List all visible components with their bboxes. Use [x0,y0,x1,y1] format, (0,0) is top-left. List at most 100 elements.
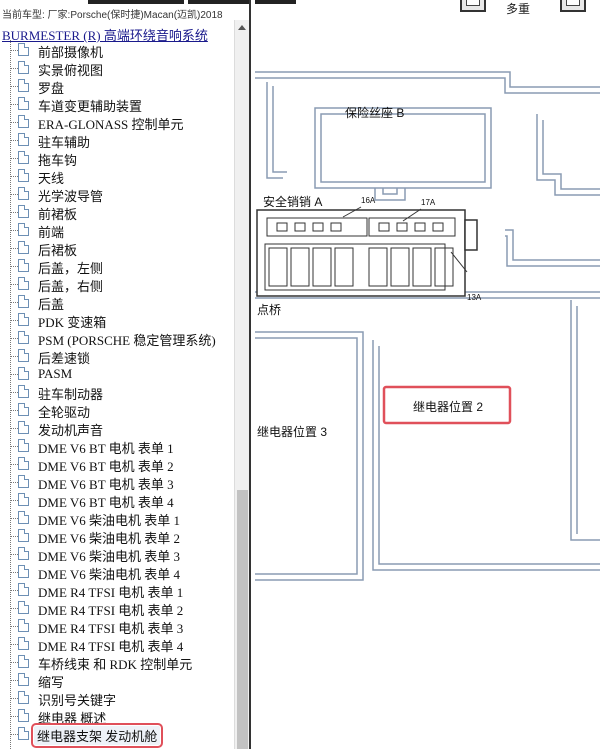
tree-item[interactable]: DME R4 TFSI 电机 表单 2 [0,599,234,618]
tree-item-label[interactable]: 后盖，右侧 [38,279,104,294]
tree-item-label[interactable]: PDK 变速箱 [38,315,107,330]
tree-item-label[interactable]: DME R4 TFSI 电机 表单 3 [38,621,184,636]
tree-item[interactable]: 后盖，右侧 [0,275,234,294]
tree-item[interactable]: DME V6 BT 电机 表单 3 [0,473,234,492]
tree-item-label[interactable]: DME V6 柴油电机 表单 4 [38,567,181,582]
tree-item-label[interactable]: 驻车制动器 [38,387,104,402]
window-button[interactable] [560,0,586,12]
tree-item-label[interactable]: 全轮驱动 [38,405,91,420]
diagram-drawing [255,71,600,581]
tree-item[interactable]: 缩写 [0,671,234,690]
tree-item-label[interactable]: 拖车钩 [38,153,78,168]
tree-item[interactable]: PDK 变速箱 [0,311,234,330]
tree-item-label[interactable]: 后盖，左侧 [38,261,104,276]
tree-branch-line [10,266,18,267]
tree-item-label[interactable]: DME V6 柴油电机 表单 3 [38,549,181,564]
document-icon [18,709,29,722]
tree-item[interactable]: DME V6 柴油电机 表单 4 [0,563,234,582]
tree-item-label[interactable]: ERA-GLONASS 控制单元 [38,117,184,132]
tree-item[interactable]: 后盖，左侧 [0,257,234,276]
toolbar-strip [188,0,296,4]
tree-branch-line [10,608,18,609]
toolbar-label[interactable]: 多重 [506,2,531,16]
tree-item-label[interactable]: DME R4 TFSI 电机 表单 1 [38,585,184,600]
document-icon [18,241,29,254]
tree-item-label[interactable]: PSM (PORSCHE 稳定管理系统) [38,333,216,348]
tree-item[interactable]: 继电器支架 发动机舱 [0,723,234,748]
tree-item[interactable]: 识别号关键字 [0,689,234,708]
tree-item-label[interactable]: 车道变更辅助装置 [38,99,143,114]
tree-item-label[interactable]: 光学波导管 [38,189,104,204]
tree-item[interactable]: 车道变更辅助装置 [0,95,234,114]
tree-item-label[interactable]: DME V6 BT 电机 表单 3 [38,477,174,492]
document-icon [18,169,29,182]
tree-item[interactable]: 驻车制动器 [0,383,234,402]
tree-item[interactable]: DME V6 BT 电机 表单 4 [0,491,234,510]
document-icon [18,727,29,740]
tree-item[interactable]: 驻车辅助 [0,131,234,150]
tree-item-label[interactable]: DME R4 TFSI 电机 表单 2 [38,603,184,618]
tree-item[interactable]: DME V6 柴油电机 表单 1 [0,509,234,528]
tree-item[interactable]: 拖车钩 [0,149,234,168]
tree-item[interactable]: 光学波导管 [0,185,234,204]
tree-item[interactable]: 实景俯视图 [0,59,234,78]
scrollbar-thumb[interactable] [237,490,248,749]
tree-item-label[interactable]: 继电器 概述 [38,711,107,726]
scroll-up-arrow-icon[interactable] [235,20,250,35]
tree-item-label[interactable]: DME V6 柴油电机 表单 2 [38,531,181,546]
tree-item[interactable]: DME V6 BT 电机 表单 2 [0,455,234,474]
tree-item[interactable]: DME V6 柴油电机 表单 2 [0,527,234,546]
tree-item[interactable]: DME R4 TFSI 电机 表单 3 [0,617,234,636]
tree-item[interactable]: PSM (PORSCHE 稳定管理系统) [0,329,234,348]
tree-item[interactable]: DME V6 柴油电机 表单 3 [0,545,234,564]
tree-scrollbar[interactable] [234,20,250,749]
tree-item-label[interactable]: 缩写 [38,675,65,690]
tree-item[interactable]: 后裙板 [0,239,234,258]
tree-item-label[interactable]: DME V6 BT 电机 表单 4 [38,495,174,510]
tree-item-label[interactable]: 实景俯视图 [38,63,104,78]
tree-item[interactable]: 继电器 概述 [0,707,234,726]
tree-item[interactable]: 天线 [0,167,234,186]
tree-item-label[interactable]: DME V6 BT 电机 表单 1 [38,441,174,456]
tree-item-label[interactable]: 前端 [38,225,65,240]
tree-item[interactable]: DME R4 TFSI 电机 表单 1 [0,581,234,600]
tree-branch-line [10,500,18,501]
tree-item-label[interactable]: 罗盘 [38,81,65,96]
tree-item-label[interactable]: 后盖 [38,297,65,312]
relay-highlight-box [382,385,512,425]
tree-item[interactable]: 前裙板 [0,203,234,222]
tree-item-label[interactable]: 识别号关键字 [38,693,117,708]
pane-divider[interactable] [249,0,255,749]
tree-item[interactable]: 后差速锁 [0,347,234,366]
tree-item[interactable]: 车桥线束 和 RDK 控制单元 [0,653,234,672]
print-button[interactable] [460,0,486,12]
tree-item[interactable]: 前部摄像机 [0,41,234,60]
tree-item-label[interactable]: 后裙板 [38,243,78,258]
tree-item-label[interactable]: 天线 [38,171,65,186]
tree-item[interactable]: ERA-GLONASS 控制单元 [0,113,234,132]
tree-item-label[interactable]: PASM [38,366,73,381]
tree-item[interactable]: 全轮驱动 [0,401,234,420]
document-icon [18,79,29,92]
tree-item[interactable]: 前端 [0,221,234,240]
tree-item-label[interactable]: 发动机声音 [38,423,104,438]
tree-root-link[interactable]: BURMESTER (R) 高端环绕音响系统 [2,28,208,43]
relay-diagram: 保险丝座 B 安全销销 A 16A 17A 13A 点桥 继电器位置 2 继电器… [255,20,600,749]
tree-item-label[interactable]: 继电器支架 发动机舱 [30,723,164,748]
tree-item-label[interactable]: 车桥线束 和 RDK 控制单元 [38,657,193,672]
tree-item-label[interactable]: DME V6 柴油电机 表单 1 [38,513,181,528]
tree-item-label[interactable]: 前裙板 [38,207,78,222]
tree-item-label[interactable]: 前部摄像机 [38,45,104,60]
tree-branch-line [10,320,18,321]
tree-item-label[interactable]: DME R4 TFSI 电机 表单 4 [38,639,184,654]
tree-item[interactable]: DME R4 TFSI 电机 表单 4 [0,635,234,654]
tree-item[interactable]: 罗盘 [0,77,234,96]
tree-item[interactable]: 后盖 [0,293,234,312]
tree-item-label[interactable]: 后差速锁 [38,351,91,366]
tree-item[interactable]: DME V6 BT 电机 表单 1 [0,437,234,456]
tree-item[interactable]: PASM [0,365,234,383]
tree-item-label[interactable]: 驻车辅助 [38,135,91,150]
tree-item[interactable]: 发动机声音 [0,419,234,438]
tree-branch-line [10,212,18,213]
tree-item-label[interactable]: DME V6 BT 电机 表单 2 [38,459,174,474]
